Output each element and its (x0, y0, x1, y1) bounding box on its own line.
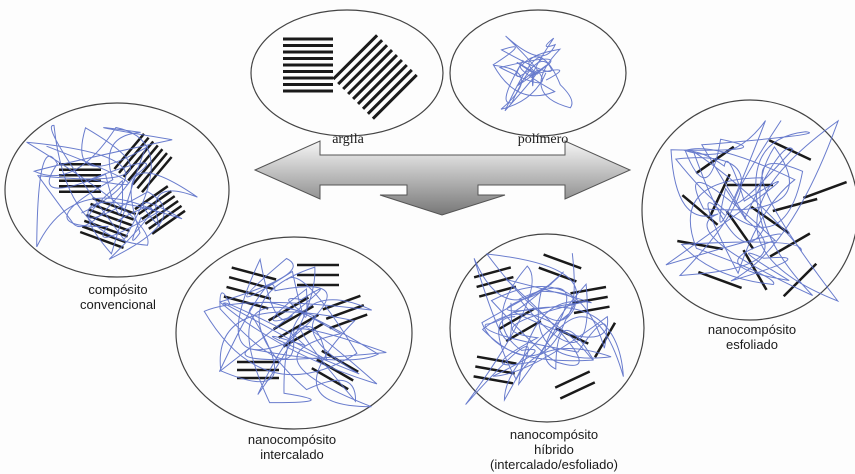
clay-layer (560, 382, 595, 398)
clay-layer (474, 376, 513, 383)
polymer-chain (466, 253, 624, 404)
esfoliado-label: nanocompósito esfoliado (692, 322, 812, 352)
clay-layer (544, 255, 582, 269)
clay-layer (773, 199, 817, 211)
clay-layer (803, 182, 846, 198)
composito-label: compósito convencional (58, 282, 178, 312)
clay-layer (677, 241, 722, 249)
clay-layer (555, 372, 590, 388)
clay-layer (769, 140, 811, 159)
hibrido-label: nanocompósito híbrido (intercalado/esfol… (474, 427, 634, 472)
argila-label: argila (318, 132, 378, 147)
argila-ellipse (251, 10, 443, 136)
hibrido-ellipse (450, 234, 644, 422)
intercalado-label: nanocompósito intercalado (232, 432, 352, 462)
polymer-chain (494, 49, 572, 109)
clay-layer (133, 149, 163, 184)
clay-layer (595, 323, 615, 358)
central-arrow (255, 141, 630, 215)
polimero-label: polímero (508, 132, 578, 147)
